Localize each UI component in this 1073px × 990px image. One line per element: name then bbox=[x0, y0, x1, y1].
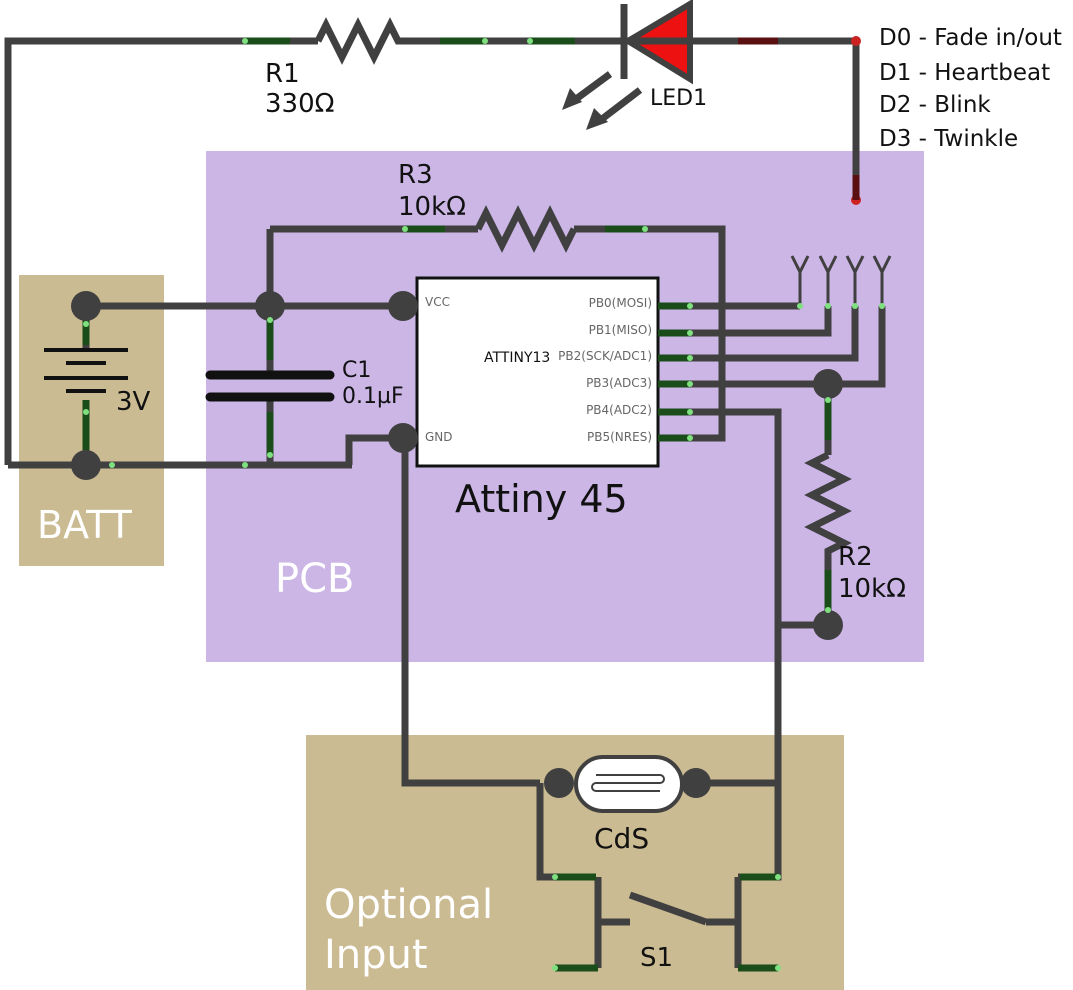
chip-pin-pb5: PB5(NRES) bbox=[587, 430, 652, 444]
optional-input-label-line2: Input bbox=[324, 932, 428, 978]
capacitor-c1 bbox=[205, 320, 335, 455]
battery bbox=[44, 320, 128, 450]
r3-value: 10kΩ bbox=[398, 192, 466, 222]
switch-s1 bbox=[555, 873, 778, 972]
chip-pin-vcc: VCC bbox=[425, 295, 450, 309]
mode-item-d3: D3 - Twinkle bbox=[879, 126, 1018, 152]
cds-photocell bbox=[574, 755, 684, 813]
pcb-label: PCB bbox=[275, 556, 355, 602]
resistor-r3 bbox=[405, 205, 645, 253]
cds-name: CdS bbox=[594, 822, 649, 855]
r2-name: R2 bbox=[838, 542, 873, 572]
chip-pin-gnd: GND bbox=[425, 430, 453, 444]
chip-pin-pb4: PB4(ADC2) bbox=[586, 403, 652, 417]
chip-pin-pb2: PB2(SCK/ADC1) bbox=[558, 349, 652, 363]
resistor-r1 bbox=[245, 17, 485, 65]
batt-label: BATT bbox=[37, 503, 133, 547]
pin-highlights bbox=[83, 38, 885, 971]
led-terminal-dot bbox=[851, 36, 861, 46]
r1-name: R1 bbox=[265, 59, 300, 89]
r1-value: 330Ω bbox=[265, 89, 335, 119]
chip-name: ATTINY13 bbox=[484, 350, 550, 366]
c1-value: 0.1µF bbox=[342, 384, 404, 409]
resistor-r2 bbox=[804, 400, 852, 610]
switch-name: S1 bbox=[640, 943, 673, 973]
chip-title: Attiny 45 bbox=[455, 477, 628, 521]
batt-region bbox=[19, 275, 164, 566]
r2-value: 10kΩ bbox=[838, 574, 906, 604]
chip-pin-pb3: PB3(ADC3) bbox=[586, 376, 652, 390]
c1-name: C1 bbox=[342, 358, 371, 383]
mode-item-d2: D2 - Blink bbox=[879, 92, 991, 118]
mode-item-d0: D0 - Fade in/out bbox=[879, 25, 1062, 51]
r3-name: R3 bbox=[398, 160, 433, 190]
chip-pin-pb1: PB1(MISO) bbox=[589, 323, 652, 337]
battery-value: 3V bbox=[116, 387, 151, 417]
led-diode bbox=[530, 0, 778, 130]
mode-header-pins bbox=[790, 255, 892, 306]
optional-input-label-line1: Optional bbox=[324, 882, 493, 928]
led-name: LED1 bbox=[650, 86, 707, 111]
mode-item-d1: D1 - Heartbeat bbox=[879, 60, 1050, 86]
attiny-chip bbox=[415, 276, 690, 468]
chip-pin-pb0: PB0(MOSI) bbox=[589, 296, 652, 310]
junction-dots bbox=[71, 291, 843, 798]
